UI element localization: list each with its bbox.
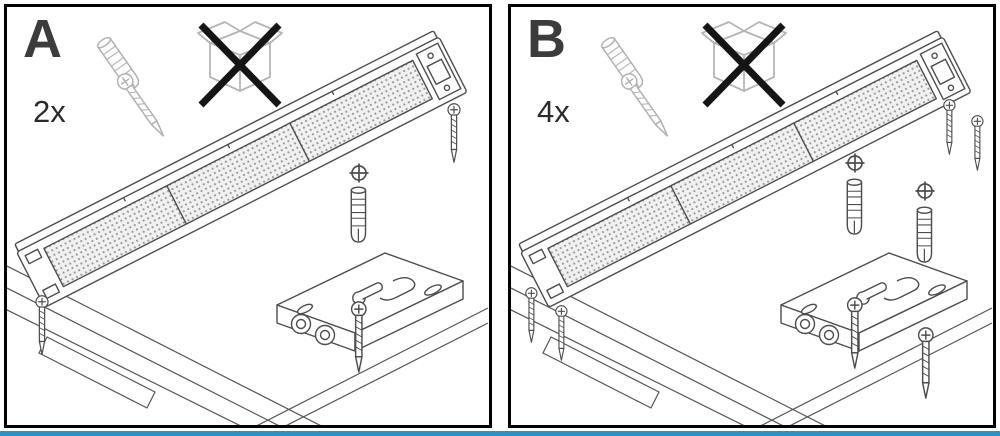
quantity-label: 4x bbox=[537, 94, 570, 129]
screw-icon bbox=[525, 287, 538, 343]
wall-plug-icon bbox=[916, 206, 933, 263]
screw-head-icon bbox=[348, 162, 370, 184]
required-hardware-icons bbox=[95, 34, 171, 142]
screw-head-icon bbox=[844, 152, 866, 174]
installation-diagram-b bbox=[511, 7, 993, 425]
screw-icon bbox=[617, 70, 675, 142]
mounting-rail bbox=[761, 307, 993, 425]
screw-head-icon bbox=[914, 180, 936, 202]
panel-label: A bbox=[23, 9, 62, 69]
installation-diagram-a bbox=[7, 7, 489, 425]
panel-label: B bbox=[527, 9, 566, 69]
wall-plug-icon bbox=[350, 186, 367, 243]
crossed-out-box-icon bbox=[702, 22, 786, 105]
panel-b: B 4x bbox=[508, 4, 996, 428]
mounting-bracket-drawing bbox=[276, 252, 464, 352]
quantity-label: 2x bbox=[33, 94, 66, 129]
screw-icon bbox=[971, 115, 984, 171]
wall-plug-icon bbox=[846, 178, 863, 235]
screw-icon bbox=[943, 99, 956, 155]
mounting-bracket-drawing bbox=[780, 252, 968, 352]
screw-icon bbox=[113, 70, 171, 142]
ceiling-surface bbox=[511, 265, 825, 425]
panel-a: A 2x bbox=[4, 4, 492, 428]
ceiling-surface bbox=[7, 265, 321, 425]
screw-icon bbox=[447, 103, 461, 163]
mounting-rail bbox=[257, 307, 489, 425]
footer-accent-bar bbox=[0, 431, 1000, 436]
crossed-out-box-icon bbox=[198, 22, 282, 105]
screw-icon bbox=[917, 327, 934, 399]
required-hardware-icons bbox=[599, 34, 675, 142]
